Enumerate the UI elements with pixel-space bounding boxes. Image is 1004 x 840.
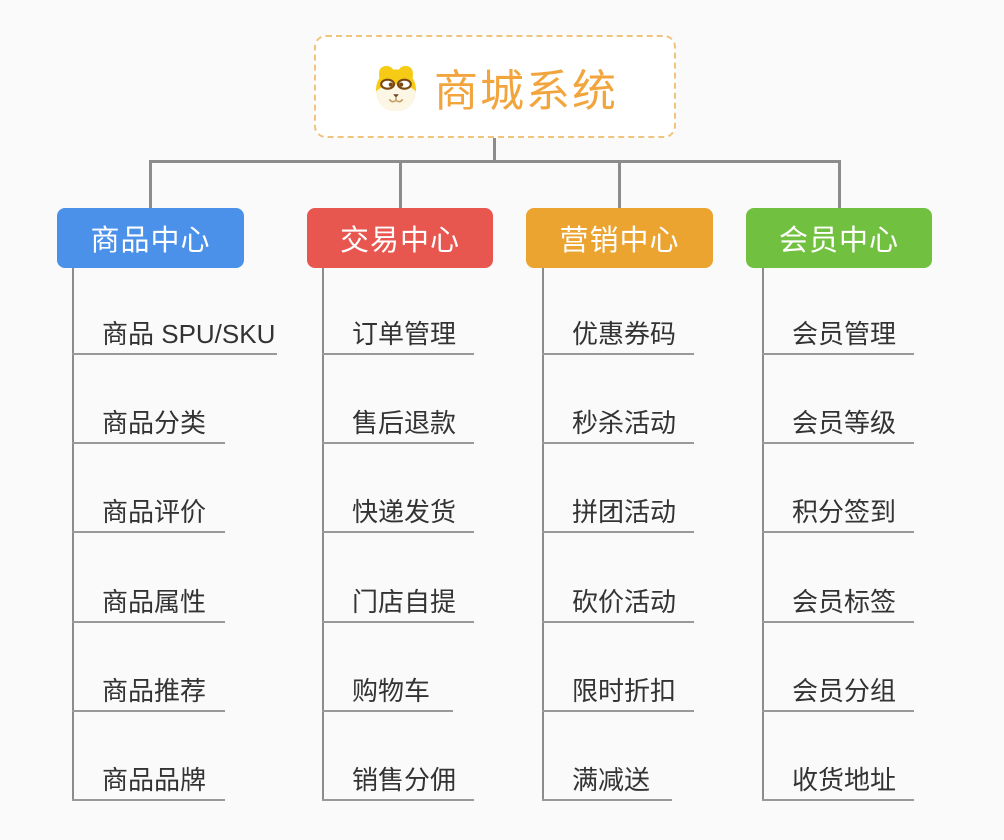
leaf-node[interactable]: 商品分类 [72,398,225,444]
leaf-node-label: 满减送 [572,765,651,796]
leaf-node-label: 门店自提 [352,587,457,618]
branch-drop-line [149,160,152,208]
branch-node-label: 商品中心 [90,225,211,257]
leaf-node[interactable]: 秒杀活动 [542,398,694,444]
doge-face-icon [376,65,416,111]
branch-node-label: 交易中心 [339,225,460,257]
leaf-node-label: 优惠券码 [572,319,677,350]
leaf-node-label: 商品品牌 [102,765,207,796]
branch-node-label: 会员中心 [778,225,899,257]
leaf-node-label: 拼团活动 [572,497,677,528]
leaf-node[interactable]: 会员分组 [762,666,914,712]
leaf-node-label: 秒杀活动 [572,408,677,439]
leaf-node[interactable]: 会员标签 [762,577,914,623]
branch-drop-line [838,160,841,208]
leaf-node[interactable]: 购物车 [322,666,453,712]
leaf-node[interactable]: 满减送 [542,755,672,801]
leaf-node-label: 商品 SPU/SKU [102,319,276,350]
leaf-node-label: 砍价活动 [572,587,677,618]
leaf-node-label: 商品评价 [102,497,207,528]
leaf-node-label: 商品分类 [102,408,207,439]
branch-drop-line [618,160,621,208]
root-connector-line [493,136,496,162]
leaf-node-label: 售后退款 [352,408,457,439]
leaf-node[interactable]: 会员管理 [762,309,914,355]
leaf-node-label: 会员等级 [792,408,897,439]
leaf-node[interactable]: 收货地址 [762,755,914,801]
leaf-node[interactable]: 销售分佣 [322,755,474,801]
leaf-node[interactable]: 商品品牌 [72,755,225,801]
leaf-node-label: 积分签到 [792,497,897,528]
root-node-mall-system[interactable]: 商城系统 [314,35,676,138]
branch-node-marketing-center[interactable]: 营销中心 [526,208,713,268]
children-spine-line [542,266,544,801]
root-node-label: 商城系统 [434,66,618,116]
children-spine-line [72,266,74,801]
leaf-node[interactable]: 商品属性 [72,577,225,623]
leaf-node-label: 会员分组 [792,676,897,707]
leaf-node-label: 销售分佣 [352,765,457,796]
leaf-node[interactable]: 积分签到 [762,487,914,533]
leaf-node-label: 商品推荐 [102,676,207,707]
leaf-node[interactable]: 订单管理 [322,309,474,355]
leaf-node[interactable]: 优惠券码 [542,309,694,355]
leaf-node-label: 会员管理 [792,319,897,350]
bus-connector-line [149,160,839,163]
children-spine-line [762,266,764,801]
leaf-node[interactable]: 限时折扣 [542,666,694,712]
leaf-node[interactable]: 售后退款 [322,398,474,444]
branch-drop-line [399,160,402,208]
children-spine-line [322,266,324,801]
leaf-node-label: 收货地址 [792,765,897,796]
leaf-node[interactable]: 砍价活动 [542,577,694,623]
branch-node-product-center[interactable]: 商品中心 [57,208,244,268]
leaf-node[interactable]: 商品推荐 [72,666,225,712]
leaf-node-label: 订单管理 [352,319,457,350]
leaf-node[interactable]: 商品 SPU/SKU [72,309,277,355]
leaf-node[interactable]: 商品评价 [72,487,225,533]
branch-node-trade-center[interactable]: 交易中心 [307,208,493,268]
leaf-node[interactable]: 门店自提 [322,577,474,623]
leaf-node-label: 快递发货 [352,497,457,528]
leaf-node-label: 商品属性 [102,587,207,618]
leaf-node[interactable]: 会员等级 [762,398,914,444]
leaf-node-label: 会员标签 [792,587,897,618]
leaf-node-label: 购物车 [352,676,431,707]
leaf-node[interactable]: 快递发货 [322,487,474,533]
branch-node-member-center[interactable]: 会员中心 [746,208,932,268]
leaf-node[interactable]: 拼团活动 [542,487,694,533]
leaf-node-label: 限时折扣 [572,676,677,707]
branch-node-label: 营销中心 [559,225,680,257]
